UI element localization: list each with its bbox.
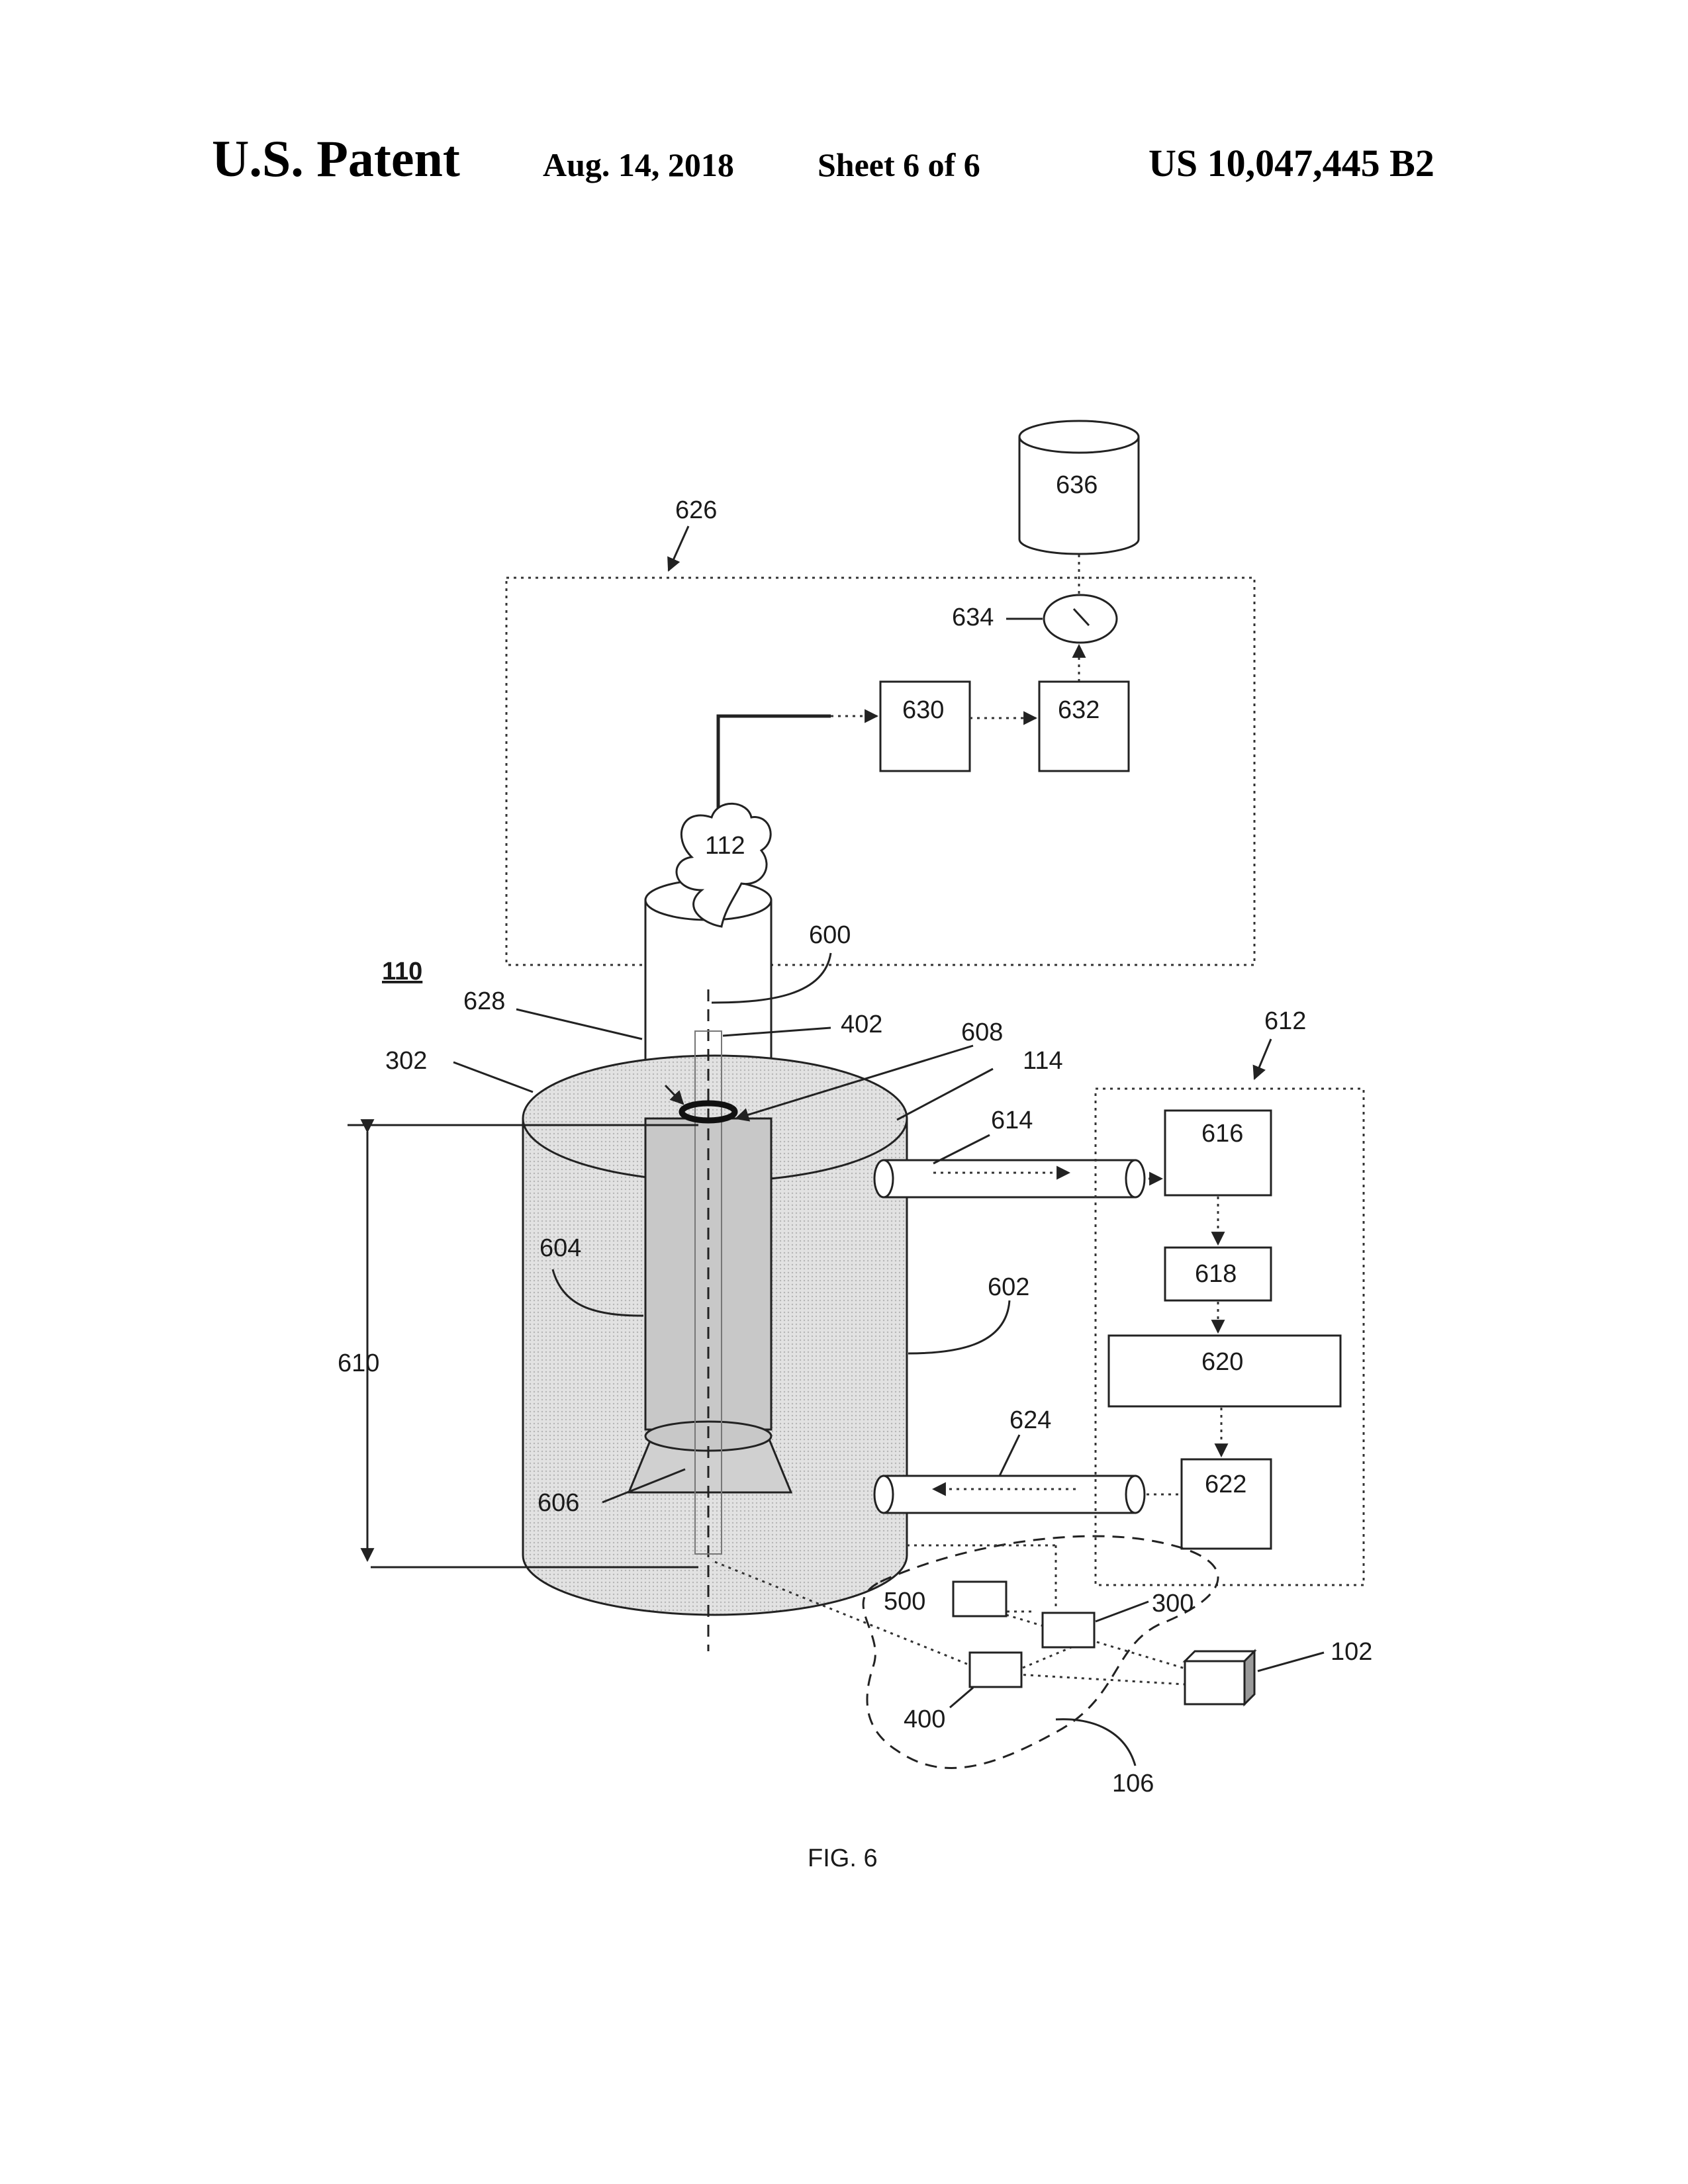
label-618: 618 xyxy=(1195,1260,1237,1288)
device-102 xyxy=(1185,1651,1254,1704)
label-610: 610 xyxy=(338,1349,379,1377)
label-604: 604 xyxy=(539,1234,581,1262)
label-302: 302 xyxy=(385,1047,427,1075)
return-pipe-624 xyxy=(874,1476,1178,1513)
box-400 xyxy=(970,1653,1021,1687)
label-300: 300 xyxy=(1152,1590,1194,1617)
box-630 xyxy=(880,682,970,771)
label-402: 402 xyxy=(841,1011,882,1038)
label-614: 614 xyxy=(991,1107,1033,1134)
label-112: 112 xyxy=(705,832,745,860)
database-636: 636 xyxy=(1019,421,1139,554)
label-606: 606 xyxy=(538,1489,579,1517)
label-630: 630 xyxy=(902,696,944,724)
label-602: 602 xyxy=(988,1273,1029,1301)
label-622: 622 xyxy=(1205,1471,1246,1498)
label-500: 500 xyxy=(884,1588,925,1615)
outlet-pipe-614 xyxy=(874,1160,1162,1197)
label-102: 102 xyxy=(1331,1638,1372,1666)
label-624: 624 xyxy=(1009,1406,1051,1434)
label-634: 634 xyxy=(952,604,994,631)
box-300 xyxy=(1043,1613,1094,1647)
label-628: 628 xyxy=(463,987,505,1015)
label-620: 620 xyxy=(1201,1348,1243,1376)
label-106: 106 xyxy=(1112,1770,1154,1797)
label-608: 608 xyxy=(961,1019,1003,1046)
label-400: 400 xyxy=(904,1706,945,1733)
label-612: 612 xyxy=(1264,1007,1306,1035)
figure-caption: FIG. 6 xyxy=(808,1844,878,1872)
box-500 xyxy=(953,1582,1006,1616)
label-626: 626 xyxy=(675,496,717,524)
box-632 xyxy=(1039,682,1129,771)
label-616: 616 xyxy=(1201,1120,1243,1148)
label-600: 600 xyxy=(809,921,851,949)
label-636: 636 xyxy=(1056,471,1098,499)
label-114: 114 xyxy=(1023,1047,1063,1075)
inner-tube-604 xyxy=(629,1118,791,1492)
label-110: 110 xyxy=(382,958,422,985)
label-632: 632 xyxy=(1058,696,1100,724)
gauge-634 xyxy=(1044,595,1117,643)
